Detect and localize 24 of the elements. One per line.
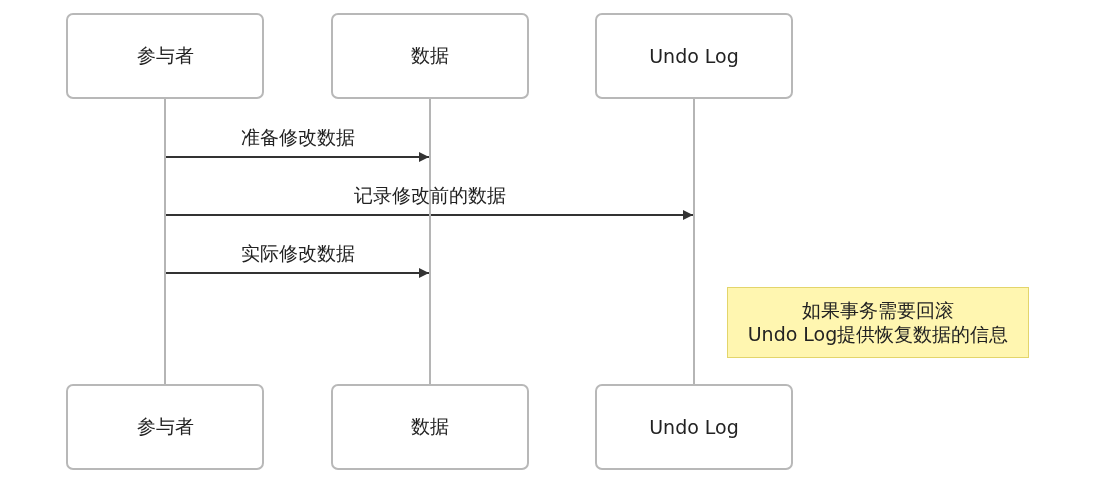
participant-box <box>331 384 529 470</box>
note-text: 如果事务需要回滚 <box>802 298 954 323</box>
participant-box <box>66 13 264 99</box>
message-arrow <box>165 152 430 162</box>
lifeline <box>164 99 166 384</box>
participant-name: Undo Log <box>649 416 739 438</box>
message-arrow <box>165 268 430 278</box>
participant-name: 数据 <box>411 43 449 68</box>
message-arrow <box>165 210 694 220</box>
participant-box <box>595 13 793 99</box>
edge-label: 准备修改数据 <box>240 125 355 150</box>
edge-label: 实际修改数据 <box>240 241 355 266</box>
participant-name: Undo Log <box>649 45 739 67</box>
lifeline <box>429 99 431 384</box>
participant-box <box>331 13 529 99</box>
participant-box <box>595 384 793 470</box>
lifeline <box>693 99 695 384</box>
note-box <box>727 287 1029 358</box>
participant-name: 数据 <box>411 414 449 439</box>
note-text: Undo Log提供恢复数据的信息 <box>747 322 1009 347</box>
participant-name: 参与者 <box>136 414 194 439</box>
participant-name: 参与者 <box>136 43 194 68</box>
edge-label: 记录修改前的数据 <box>353 183 506 208</box>
participant-box <box>66 384 264 470</box>
